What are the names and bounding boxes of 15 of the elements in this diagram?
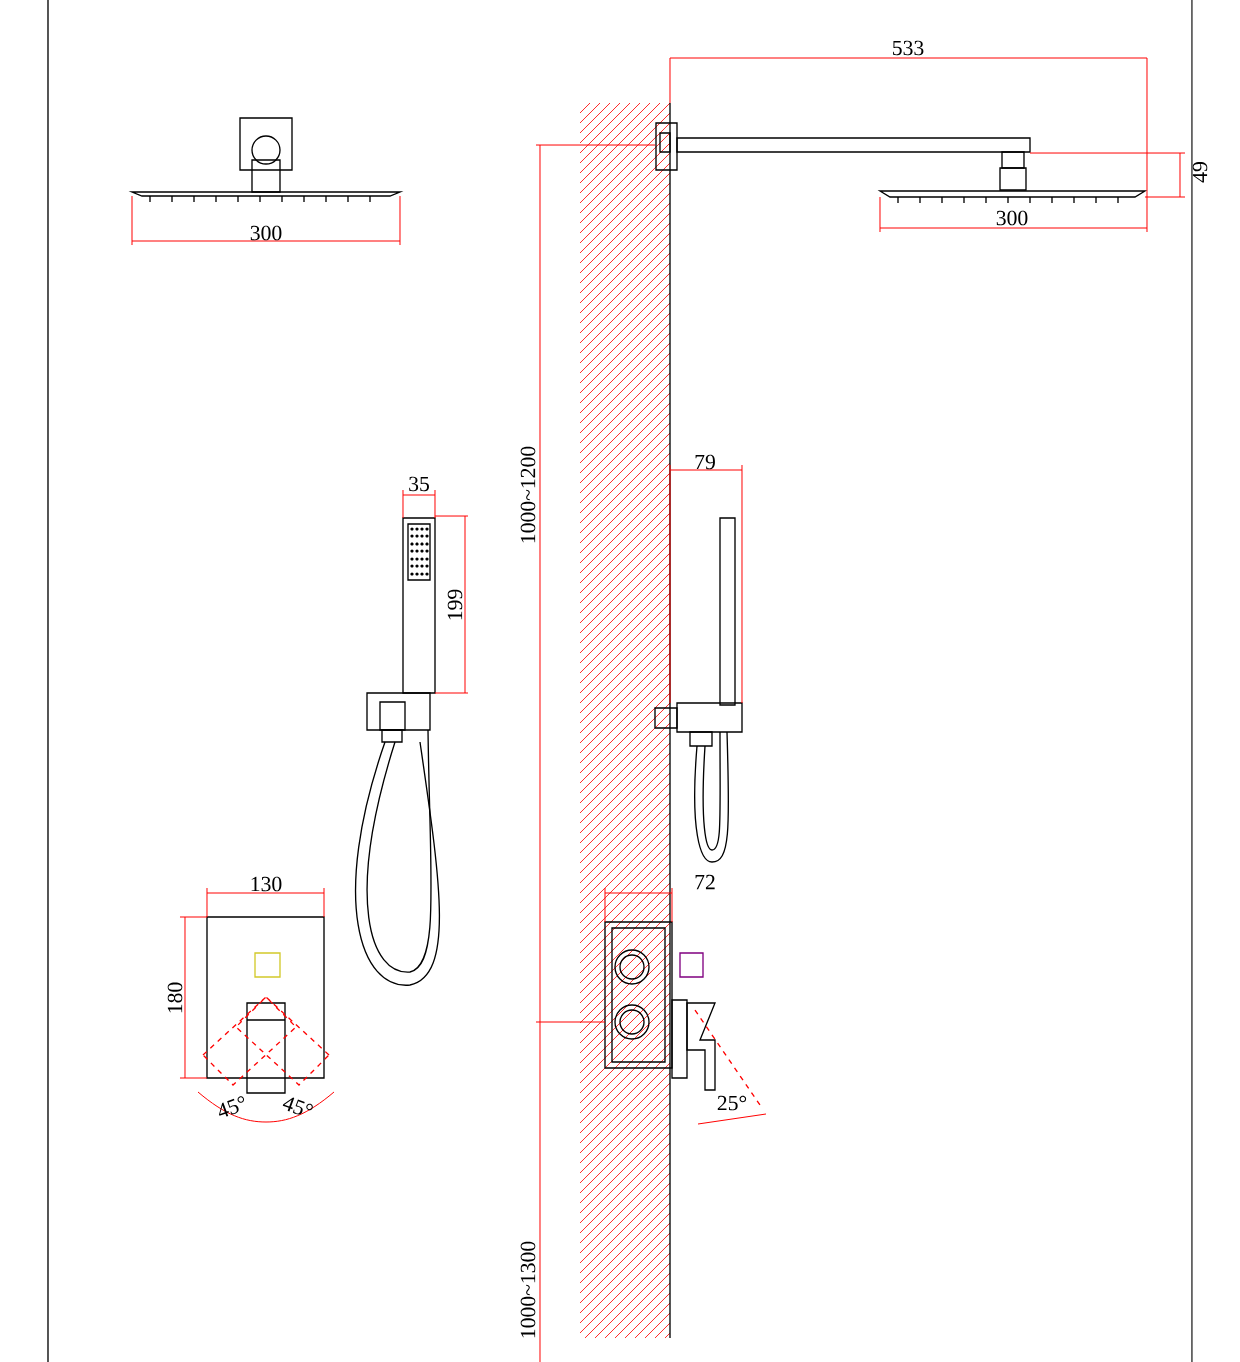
dimension-text: 79 (695, 454, 715, 470)
dimension-text: 1000~1300 (520, 1241, 536, 1338)
dimension-text: 25° (717, 1095, 747, 1111)
dimension-text: 1000~1200 (520, 446, 536, 543)
dimension-text: 300 (996, 210, 1028, 226)
dimension-text: 180 (167, 982, 183, 1013)
dimension-text: 45° (219, 1096, 245, 1117)
dimension-text: 35 (409, 476, 429, 492)
dimension-text: 45° (282, 1097, 313, 1115)
dimension-text: 130 (251, 876, 282, 892)
dimension-text: 49 (1192, 162, 1208, 183)
dimension-text: 300 (250, 225, 282, 241)
dimension-text: 533 (893, 40, 924, 56)
dimension-text: 199 (447, 589, 463, 620)
dimension-text: 72 (695, 874, 715, 890)
